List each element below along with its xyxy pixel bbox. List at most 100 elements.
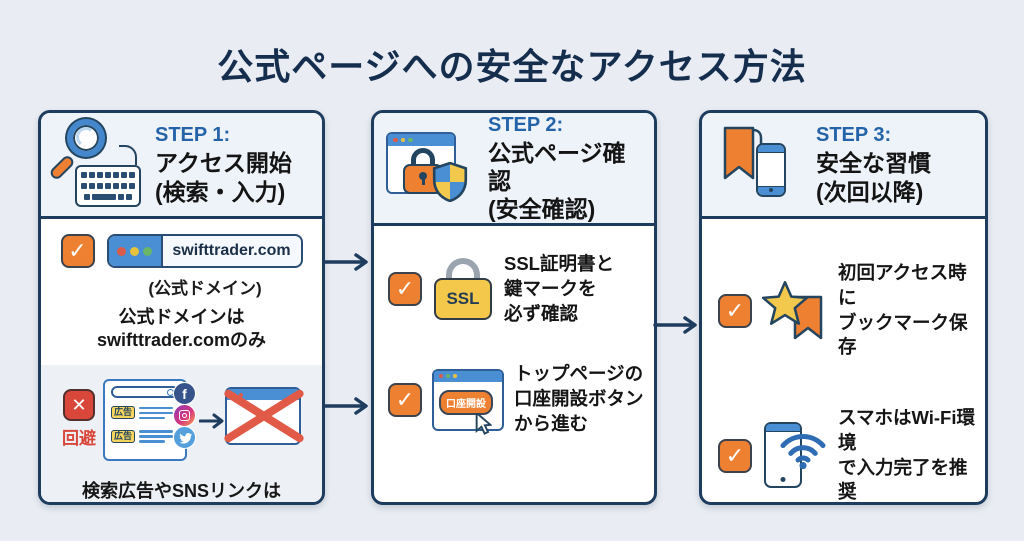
check-icon: ✓ bbox=[718, 293, 752, 328]
phone-wifi-icon bbox=[762, 421, 828, 490]
wifi-icon bbox=[780, 433, 826, 469]
search-bar-icon bbox=[111, 386, 179, 398]
wifi-text-line1: スマホはWi-Fi環境 bbox=[838, 407, 975, 453]
step2-header-text: STEP 2: 公式ページ確認 (安全確認) bbox=[488, 113, 648, 223]
account-text-line3: から進む bbox=[514, 413, 589, 435]
step2-body: ✓ SSL SSL証明書と 鍵マークを 必ず確認 ✓ bbox=[374, 226, 654, 502]
blocked-site-icon bbox=[222, 387, 306, 445]
facebook-icon: f bbox=[173, 382, 196, 405]
smartphone-icon bbox=[764, 421, 802, 488]
step3-body: ✓ 初回アクセス時に ブックマーク保存 ✓ bbox=[702, 219, 985, 503]
bookmark-ribbon-icon bbox=[793, 295, 823, 339]
keyhole-icon bbox=[419, 172, 427, 186]
magnifier-handle-icon bbox=[48, 153, 76, 181]
avoid-note-line1: 検索広告やSNSリンクは bbox=[81, 481, 281, 501]
account-text-line2: 口座開設ボタン bbox=[514, 388, 644, 410]
step2-card: STEP 2: 公式ページ確認 (安全確認) ✓ SSL SSL証明書と 鍵マー… bbox=[371, 110, 657, 505]
check-icon: ✓ bbox=[60, 234, 95, 268]
green-dot-icon bbox=[143, 246, 152, 256]
account-text: トップページの 口座開設ボタン から進む bbox=[514, 362, 644, 436]
ssl-check-row: ✓ SSL SSL証明書と 鍵マークを 必ず確認 bbox=[388, 252, 646, 326]
ssl-text-line2: 鍵マークを bbox=[504, 277, 597, 299]
bookmark-text-line2: ブックマーク保存 bbox=[838, 311, 968, 358]
avoid-note-line2: 経由しない bbox=[41, 503, 322, 505]
domain-note-line1: 公式ドメインは bbox=[118, 307, 245, 327]
step3-label: STEP 3: bbox=[816, 124, 892, 147]
magnifier-lens-icon bbox=[67, 118, 105, 157]
green-dot-icon bbox=[408, 137, 413, 143]
phone-home-button bbox=[769, 188, 773, 192]
wifi-text-line2: で入力完了を推奨 bbox=[838, 456, 968, 503]
domain-url: swifttrader.com bbox=[172, 242, 291, 259]
step3-subheading: (次回以降) bbox=[816, 178, 924, 205]
domain-note: 公式ドメインは swifttrader.comのみ bbox=[41, 306, 322, 353]
yellow-dot-icon bbox=[130, 246, 139, 256]
domain-caption: (公式ドメイン) bbox=[148, 279, 262, 298]
account-open-button: 口座開設 bbox=[439, 389, 493, 415]
keyboard-icon bbox=[75, 164, 141, 207]
step3-header: STEP 3: 安全な習慣 (次回以降) bbox=[702, 113, 985, 219]
step3-card: STEP 3: 安全な習慣 (次回以降) ✓ 初回アクセス時に ブッ bbox=[699, 110, 988, 505]
bookmark-phone-icon bbox=[712, 117, 808, 213]
phone-top-band bbox=[758, 144, 784, 153]
avoid-badge-column: ✕ 回避 bbox=[57, 389, 101, 449]
step2-to-step3-arrow-icon bbox=[653, 316, 697, 334]
step1-label: STEP 1: bbox=[155, 124, 231, 147]
check-icon: ✓ bbox=[718, 438, 752, 473]
step2-header: STEP 2: 公式ページ確認 (安全確認) bbox=[374, 113, 654, 227]
window-titlebar bbox=[434, 370, 502, 382]
step3-header-text: STEP 3: 安全な習慣 (次回以降) bbox=[816, 123, 931, 205]
arrow-right-icon bbox=[199, 413, 224, 429]
wifi-row: ✓ スマホはWi-Fi環境 で入力完了を推奨 bbox=[718, 406, 979, 503]
account-text-line1: トップページの bbox=[514, 363, 644, 385]
domain-check-row: ✓ swifttrader.com bbox=[41, 234, 322, 268]
bookmark-row: ✓ 初回アクセス時に ブックマーク保存 bbox=[718, 261, 979, 360]
shield-icon bbox=[432, 162, 468, 203]
check-icon: ✓ bbox=[388, 272, 422, 307]
phone-home-button bbox=[780, 476, 786, 482]
instagram-icon bbox=[173, 404, 196, 427]
step1-to-step2-arrow-icon bbox=[322, 253, 368, 271]
ssl-text-line3: 必ず確認 bbox=[504, 302, 579, 324]
text-lines-icon bbox=[139, 404, 174, 422]
domain-note-line2: swifttrader.comのみ bbox=[96, 330, 267, 351]
red-dot-icon bbox=[439, 374, 443, 379]
keyboard-cable-icon bbox=[119, 144, 137, 165]
step1-subheading: (検索・入力) bbox=[155, 178, 286, 205]
keyboard-row bbox=[81, 193, 135, 200]
instagram-camera-icon bbox=[179, 410, 190, 421]
page-title: 公式ページへの安全なアクセス方法 bbox=[217, 46, 807, 87]
green-dot-icon bbox=[446, 374, 450, 379]
yellow-dot-icon bbox=[400, 137, 405, 143]
check-icon: ✓ bbox=[388, 382, 422, 417]
ssl-text: SSL証明書と 鍵マークを 必ず確認 bbox=[504, 252, 614, 326]
official-domain-section: ✓ swifttrader.com (公式ドメイン) 公式ドメインは swift… bbox=[41, 219, 322, 365]
cursor-icon bbox=[475, 412, 492, 435]
keyboard-row bbox=[81, 182, 135, 189]
browser-address-bar: swifttrader.com bbox=[106, 234, 303, 268]
browser-buttons bbox=[108, 236, 163, 266]
step1-to-step2-arrow-icon bbox=[322, 397, 368, 415]
red-dot-icon bbox=[117, 246, 126, 256]
padlock-shackle bbox=[411, 148, 435, 166]
step1-header-text: STEP 1: アクセス開始 (検索・入力) bbox=[155, 123, 292, 205]
window-titlebar bbox=[388, 134, 454, 147]
text-lines-icon bbox=[139, 428, 174, 446]
keyboard-row bbox=[81, 171, 135, 178]
step1-body: ✓ swifttrader.com (公式ドメイン) 公式ドメインは swift… bbox=[41, 219, 322, 505]
padlock-icon bbox=[402, 148, 444, 195]
search-keyboard-icon bbox=[48, 117, 147, 213]
avoid-graphics: ✕ 回避 広告 広告 bbox=[41, 375, 322, 471]
step1-card: STEP 1: アクセス開始 (検索・入力) ✓ swifttrader.com bbox=[38, 110, 325, 505]
ad-row: 広告 bbox=[111, 404, 179, 422]
step2-subheading: (安全確認) bbox=[488, 196, 596, 223]
ad-chip: 広告 bbox=[111, 429, 136, 443]
step1-heading: アクセス開始 bbox=[155, 150, 292, 177]
smartphone-icon bbox=[756, 142, 786, 197]
step2-label: STEP 2: bbox=[488, 114, 564, 136]
red-dot-icon bbox=[239, 392, 243, 397]
cross-icon: ✕ bbox=[63, 389, 95, 421]
bookmark-icon bbox=[723, 126, 763, 179]
red-dot-icon bbox=[393, 137, 398, 143]
